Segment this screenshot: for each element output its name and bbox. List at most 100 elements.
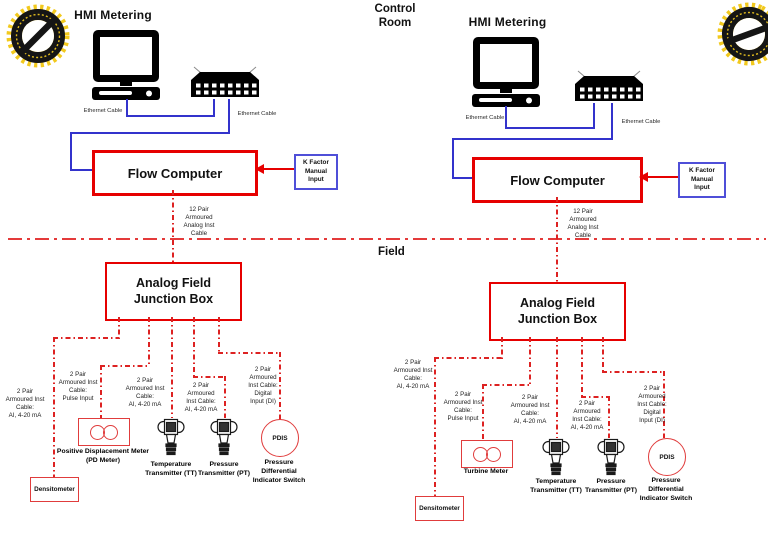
temperature-transmitter-label: Temperature Transmitter (TT) — [530, 478, 582, 495]
signal-cable-line — [663, 371, 665, 438]
ethernet-cable-label: Ethernet Cable — [83, 108, 123, 114]
ethernet-cable-line — [452, 138, 613, 140]
pdis-text: PDIS — [659, 453, 675, 461]
signal-cable-line — [118, 317, 120, 339]
temperature-transmitter-label: Temperature Transmitter (TT) — [145, 461, 197, 478]
signal-cable-line — [602, 337, 604, 373]
signal-cable-line — [53, 337, 55, 478]
trunk-cable-label: 12 Pair Armoured Analog Inst Cable — [183, 206, 215, 238]
hmi-metering-title: HMI Metering — [74, 8, 152, 22]
pressure-transmitter-label: Pressure Transmitter (PT) — [584, 478, 638, 495]
densitometer-label: Densitometer — [34, 486, 75, 493]
turbine-meter-label: Turbine Meter — [463, 468, 509, 475]
temperature-transmitter-icon — [157, 416, 185, 456]
cable-label-densitometer: 2 Pair Armoured Inst Cable: AI, 4-20 mA — [393, 359, 433, 391]
turbine-meter-box — [461, 440, 513, 468]
cable-label-pt: 2 Pair Armoured Inst Cable: AI, 4-20 mA — [184, 382, 218, 414]
ethernet-cable-line — [70, 132, 230, 134]
ethernet-cable-line — [452, 138, 454, 179]
cable-label-tt: 2 Pair Armoured Inst Cable: AI, 4-20 mA — [125, 377, 165, 409]
signal-cable-line — [529, 337, 531, 386]
analog-field-junction-box: Analog Field Junction Box — [489, 282, 626, 341]
pdis-label: Pressure Differential Indicator Switch — [639, 477, 693, 503]
field-label: Field — [378, 246, 405, 258]
cable-label-meter: 2 Pair Armoured Inst Cable: Pulse Input — [58, 371, 98, 403]
cable-label-densitometer: 2 Pair Armoured Inst Cable: AI, 4-20 mA — [5, 388, 45, 420]
signal-cable-line — [608, 396, 610, 438]
network-switch-icon — [575, 70, 643, 104]
cable-label-pdis: 2 Pair Armoured Inst Cable: Digital Inpu… — [248, 366, 278, 406]
signal-cable-line — [218, 352, 281, 354]
trunk-cable-label: 12 Pair Armoured Analog Inst Cable — [567, 208, 599, 240]
densitometer-label: Densitometer — [419, 505, 460, 512]
cable-label-pdis: 2 Pair Armoured Inst Cable: Digital Inpu… — [637, 385, 667, 425]
signal-cable-line — [556, 337, 558, 438]
ethernet-cable-line — [611, 103, 613, 140]
pdis-switch: PDIS — [648, 438, 686, 476]
pressure-transmitter-icon — [210, 416, 238, 456]
densitometer-box: Densitometer — [415, 496, 464, 521]
signal-cable-line — [482, 384, 484, 440]
signal-cable-line — [434, 357, 436, 497]
cable-label-meter: 2 Pair Armoured Inst Cable: Pulse Input — [443, 391, 483, 423]
control-room-label: Control Room — [374, 3, 416, 29]
signal-cable-line — [218, 317, 220, 354]
trunk-cable-line — [556, 197, 558, 282]
ethernet-cable-line — [126, 99, 128, 117]
ethernet-cable-line — [593, 103, 595, 129]
pdf-watermark-stamp-icon — [699, 0, 768, 84]
signal-cable-line — [482, 384, 530, 386]
signal-cable-line — [193, 317, 195, 378]
analog-field-junction-box: Analog Field Junction Box — [105, 262, 242, 321]
ethernet-cable-line — [505, 127, 595, 129]
ethernet-cable-line — [126, 115, 215, 117]
ethernet-cable-line — [505, 106, 507, 129]
flow-computer-box: Flow Computer — [92, 150, 258, 196]
flow-computer-label: Flow Computer — [510, 172, 605, 188]
signal-cable-line — [53, 337, 119, 339]
k-factor-arrow-line — [648, 176, 678, 178]
ethernet-cable-line — [70, 169, 94, 171]
temperature-transmitter-icon — [542, 436, 570, 476]
pdis-label: Pressure Differential Indicator Switch — [252, 459, 306, 485]
signal-cable-line — [581, 337, 583, 398]
hmi-metering-title: HMI Metering — [468, 15, 547, 29]
k-factor-manual-input-box: K Factor Manual Input — [294, 154, 338, 190]
ethernet-cable-line — [213, 99, 215, 117]
pdis-text: PDIS — [272, 434, 288, 442]
pdis-switch: PDIS — [261, 419, 299, 457]
flow-computer-box: Flow Computer — [472, 157, 643, 203]
signal-cable-line — [501, 337, 503, 359]
ethernet-cable-label: Ethernet Cable — [237, 111, 277, 117]
network-switch-icon — [191, 66, 259, 100]
ethernet-cable-label: Ethernet Cable — [621, 119, 661, 125]
pd-meter-label: Positive Displacement Meter (PD Meter) — [56, 448, 150, 465]
signal-cable-line — [602, 371, 665, 373]
ethernet-cable-line — [70, 132, 72, 171]
pd-meter-box — [78, 418, 130, 446]
control-room-field-divider — [8, 238, 766, 240]
signal-cable-line — [279, 352, 281, 420]
trunk-cable-line — [172, 190, 174, 264]
signal-cable-line — [100, 365, 149, 367]
ethernet-cable-line — [228, 99, 230, 134]
arrow-left-icon — [639, 172, 648, 182]
meter-rotor-icon — [486, 446, 501, 462]
meter-rotor-icon — [103, 424, 118, 440]
signal-cable-line — [148, 317, 150, 367]
signal-cable-line — [581, 396, 610, 398]
computer-icon — [472, 37, 540, 107]
pressure-transmitter-label: Pressure Transmitter (PT) — [197, 461, 251, 478]
k-factor-manual-input-box: K Factor Manual Input — [678, 162, 726, 198]
cable-label-tt: 2 Pair Armoured Inst Cable: AI, 4-20 mA — [510, 394, 550, 426]
densitometer-box: Densitometer — [30, 477, 79, 502]
pdf-watermark-stamp-icon — [0, 0, 76, 74]
signal-cable-line — [434, 357, 502, 359]
ethernet-cable-line — [452, 177, 474, 179]
signal-cable-line — [224, 376, 226, 418]
signal-cable-line — [193, 376, 226, 378]
computer-icon — [92, 30, 160, 100]
ethernet-cable-label: Ethernet Cable — [465, 115, 505, 121]
signal-cable-line — [171, 317, 173, 418]
